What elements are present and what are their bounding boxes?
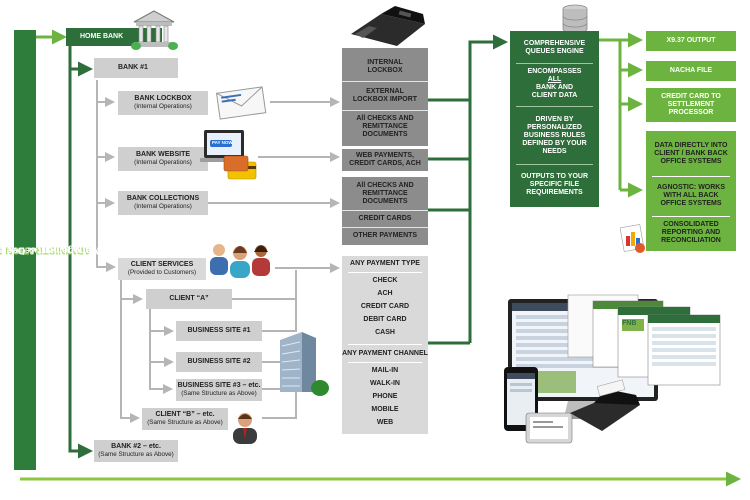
engine-driven: DRIVEN BY PERSONALIZED BUSINESS RULES DE… (522, 115, 587, 156)
consolidated-item: CONSOLIDATED REPORTING AND RECONCILIATIO… (661, 220, 721, 245)
bank-lockbox-box: BANK LOCKBOX (Internal Operations) (118, 91, 208, 115)
collections-checks-item: All CHECKS AND REMITTANCE DOCUMENTS (356, 181, 414, 206)
bank-website-box: BANK WEBSITE (Internal Operations) (118, 147, 208, 171)
divider (342, 210, 428, 211)
divider (516, 164, 593, 165)
payment-type-header: ANY PAYMENT TYPE (350, 259, 420, 267)
people-group-icon (210, 244, 270, 278)
payment-type-item: ACH (377, 289, 393, 297)
office-building-icon (280, 332, 329, 396)
laptop-payment-icon (200, 130, 257, 180)
envelope-icon (215, 86, 267, 120)
payment-channel-item: MAIL-IN (371, 366, 399, 374)
pay-now-label: PAY NOW (212, 140, 233, 145)
payment-type-item: CASH (375, 328, 395, 336)
home-bank-box: HOME BANK (66, 28, 162, 46)
bank2-box: BANK #2 – etc. (Same Structure as Above) (94, 440, 178, 462)
nacha-file-box: NACHA FILE (646, 61, 736, 81)
divider (516, 106, 593, 107)
divider (342, 81, 428, 82)
agnostic-item: AGNOSTIC: WORKS WITH ALL BACK OFFICE SYS… (656, 183, 726, 208)
bank-collections-box: BANK COLLECTIONS (Internal Operations) (118, 191, 208, 215)
collections-credit-item: CREDIT CARDS (358, 214, 412, 222)
collections-other-item: OTHER PAYMENTS (352, 231, 418, 239)
web-payments-box: WEB PAYMENTS, CREDIT CARDS, ACH (342, 149, 428, 171)
check-scanner-icon (351, 6, 425, 46)
payment-channel-item: WALK-IN (370, 379, 400, 387)
divider (652, 176, 730, 177)
divider (342, 227, 428, 228)
credit-card-settlement-box: CREDIT CARD TO SETTLEMENT PROCESSOR (646, 88, 736, 122)
business-site1-box: BUSINESS SITE #1 (176, 321, 262, 341)
payment-channel-item: MOBILE (371, 405, 399, 413)
payment-channel-item: PHONE (372, 392, 398, 400)
admin-module-title-bar: Comprehensive ADMINISTRATION MODULE Prov… (0, 30, 148, 470)
software-screens-illustration (504, 294, 721, 444)
collections-column (342, 177, 428, 245)
screen-brand-label: FNB (622, 320, 637, 327)
divider (342, 110, 428, 111)
reports-chart-icon (620, 224, 645, 253)
client-services-box: CLIENT SERVICES (Provided to Customers) (118, 258, 206, 280)
back-office-column (646, 131, 736, 251)
external-lockbox-item: EXTERNAL LOCKBOX IMPORT (352, 87, 418, 103)
lockbox-column (342, 48, 428, 146)
payment-type-item: DEBIT CARD (363, 315, 407, 323)
lockbox-checks-item: All CHECKS AND REMITTANCE DOCUMENTS (356, 114, 414, 139)
divider (348, 362, 422, 363)
engine-title: COMPREHENSIVE QUEUES ENGINE (523, 39, 586, 55)
direct-data-item: DATA DIRECTLY INTO CLIENT / BANK BACK OF… (654, 141, 728, 166)
divider (348, 344, 422, 345)
internal-lockbox-item: INTERNAL LOCKBOX (367, 58, 403, 74)
business-site2-box: BUSINESS SITE #2 (176, 352, 262, 372)
business-site3-box: BUSINESS SITE #3 – etc. (Same Structure … (176, 379, 262, 401)
client-b-box: CLIENT “B” – etc. (Same Structure as Abo… (142, 408, 228, 430)
queues-engine-column (510, 31, 599, 207)
payment-type-item: CREDIT CARD (360, 302, 410, 310)
home-trunk (68, 44, 93, 459)
divider (348, 272, 422, 273)
engine-encompasses: ENCOMPASSES ALL BANK AND CLIENT DATA (527, 67, 582, 100)
divider (516, 63, 593, 64)
payment-channel-header: ANY PAYMENT CHANNEL (342, 349, 428, 357)
engine-outputs: OUTPUTS TO YOUR SPECIFIC FILE REQUIREMEN… (520, 172, 589, 197)
bank1-box: BANK #1 (94, 58, 178, 78)
divider (652, 216, 730, 217)
payment-type-item: CHECK (372, 276, 398, 284)
payment-channel-item: WEB (376, 418, 394, 426)
businessman-icon (233, 413, 257, 444)
bank-building-icon (131, 10, 178, 50)
x937-output-box: X9.37 OUTPUT (646, 31, 736, 51)
client-a-box: CLIENT “A” (146, 289, 232, 309)
client-payment-column (342, 256, 428, 434)
